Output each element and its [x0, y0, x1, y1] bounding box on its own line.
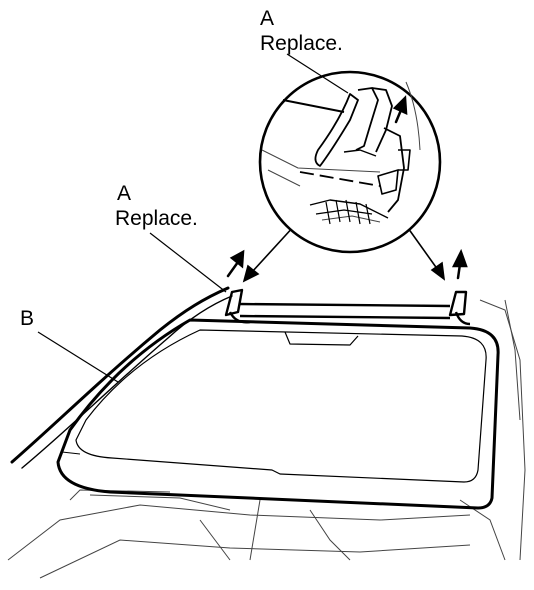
- callout-b-letter: B: [20, 307, 35, 330]
- vehicle-body-outline: [7, 299, 526, 579]
- removal-arrow-right-icon: [451, 248, 468, 280]
- clip-detail-circle: [258, 70, 442, 254]
- removal-arrow-left-icon: [226, 249, 245, 278]
- clip-pull-arrow-icon: [392, 95, 408, 124]
- top-molding: [239, 302, 451, 320]
- retainer-clip-a-left: [224, 288, 251, 324]
- callout-leaders: [37, 53, 349, 383]
- retainer-clip-a-right: [448, 290, 471, 326]
- molding-strip-b: [10, 286, 233, 469]
- callout-a-top-letter: A: [260, 7, 275, 30]
- callout-a-left-letter: A: [117, 182, 132, 205]
- callout-a-top-text: Replace.: [260, 32, 343, 55]
- windshield-glass: [56, 318, 500, 510]
- callout-a-left-text: Replace.: [115, 207, 198, 230]
- detail-leader-lines: [242, 224, 446, 283]
